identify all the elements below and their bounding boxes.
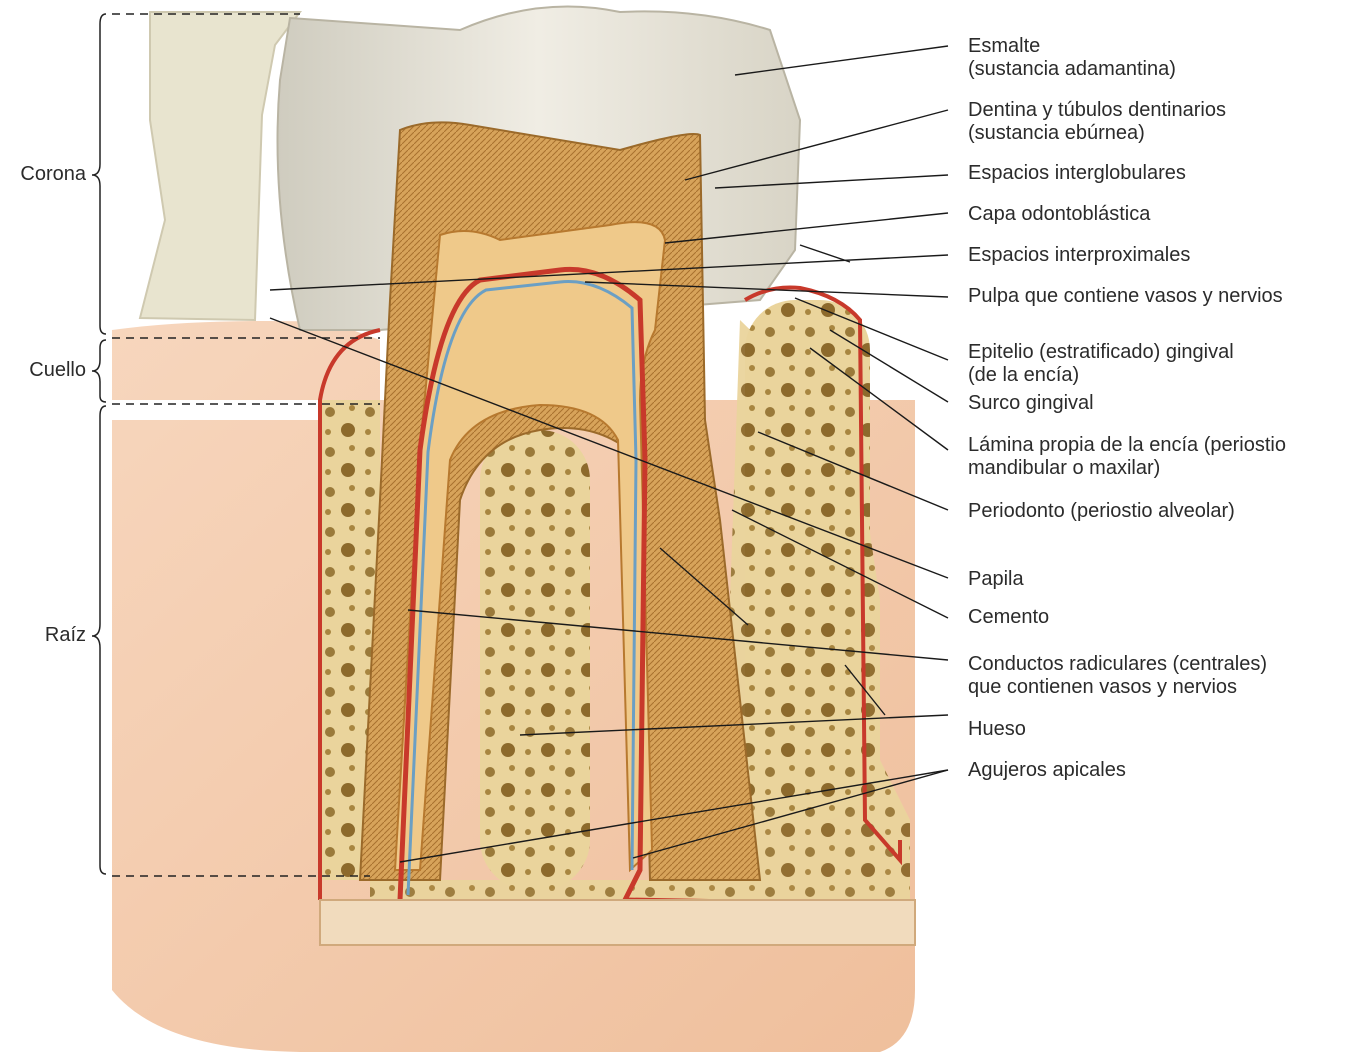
label-dentina: Dentina y túbulos dentinarios(sustancia …	[968, 99, 1226, 145]
label-papila: Papila	[968, 568, 1024, 591]
bone-inter-root	[480, 430, 590, 890]
label-periodonto: Periodonto (periostio alveolar)	[968, 500, 1235, 523]
label-surco-gingival: Surco gingival	[968, 392, 1094, 415]
label-epitelio-gingival: Epitelio (estratificado) gingival(de la …	[968, 341, 1234, 387]
label-pulpa: Pulpa que contiene vasos y nervios	[968, 285, 1283, 308]
neighbor-tooth	[140, 12, 300, 320]
basal-layer	[320, 900, 915, 945]
label-espacios-interproximales: Espacios interproximales	[968, 244, 1190, 267]
label-agujeros-apicales: Agujeros apicales	[968, 759, 1126, 782]
label-conductos-radiculares: Conductos radiculares (centrales)que con…	[968, 653, 1267, 699]
label-capa-odontoblastica: Capa odontoblástica	[968, 203, 1150, 226]
region-brackets	[92, 14, 106, 874]
region-label-corona: Corona	[6, 163, 86, 186]
label-espacios-interglobulares: Espacios interglobulares	[968, 162, 1186, 185]
label-esmalte: Esmalte(sustancia adamantina)	[968, 35, 1176, 81]
label-hueso: Hueso	[968, 718, 1026, 741]
region-label-cuello: Cuello	[6, 359, 86, 382]
label-cemento: Cemento	[968, 606, 1049, 629]
region-label-raiz: Raíz	[6, 624, 86, 647]
